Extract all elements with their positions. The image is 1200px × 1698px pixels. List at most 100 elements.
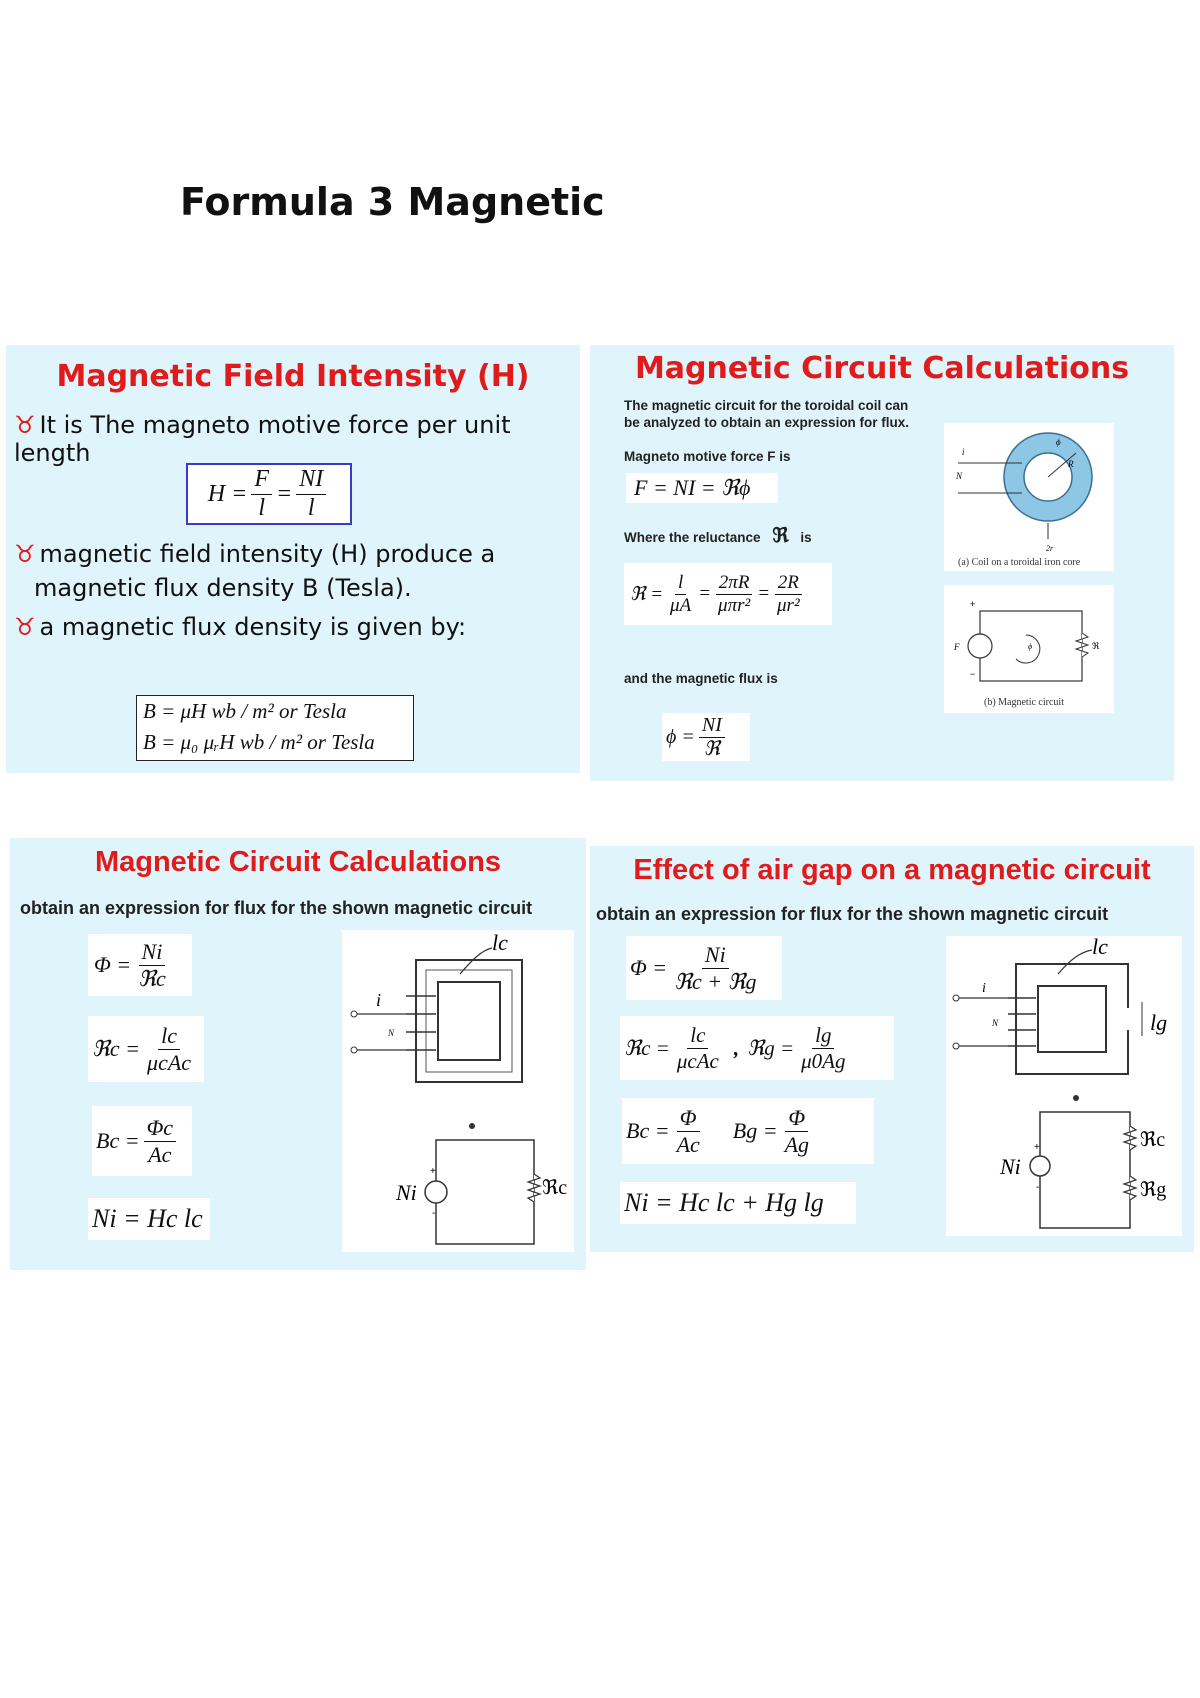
mmf-core-equation: Ni = Hc lc <box>88 1198 210 1240</box>
eq-lhs: ℜ = <box>630 583 664 605</box>
bullet-1: ♉It is The magneto motive force per unit… <box>14 411 580 467</box>
fig-label-plus: + <box>430 1166 436 1177</box>
equation-B-box: B = μH wb / m² or Tesla B = μ₀ μᵣH wb / … <box>136 695 414 761</box>
fig-label-phi: ϕ <box>1056 437 1061 447</box>
numerator: NI <box>698 714 725 738</box>
eq-lhs: Φ = <box>630 955 668 980</box>
fig-b-caption: (b) Magnetic circuit <box>984 697 1064 708</box>
fig-label-Ni: Ni <box>999 1154 1021 1179</box>
flux-label: and the magnetic flux is <box>624 671 778 686</box>
fig-label-R: R <box>1067 459 1074 469</box>
toroidal-coil-diagram: i N R ϕ 2r <box>955 432 1093 553</box>
numerator: Φ <box>785 1105 809 1132</box>
reluctance-label: Where the reluctance ℜ is <box>624 523 812 548</box>
fig-label-phi: ϕ <box>1028 642 1032 651</box>
numerator: 2R <box>774 572 802 595</box>
panel-magnetic-circuit-toroid: Magnetic Circuit Calculations The magnet… <box>590 345 1174 781</box>
panel-title: Magnetic Circuit Calculations <box>94 846 502 878</box>
reluctance-text: Where the reluctance <box>624 530 761 545</box>
fig-label-Ni: Ni <box>395 1180 417 1205</box>
numerator: lc <box>158 1023 180 1050</box>
eq-equals: = <box>698 583 712 604</box>
denominator: μr² <box>777 594 800 616</box>
mmf-equation: F = NI = ℜϕ <box>626 473 778 503</box>
denominator: l <box>258 494 265 521</box>
airgap-core-diagram: lc lg i N Ni ℜc ℜg + - <box>952 934 1167 1229</box>
panel-subtitle: obtain an expression for flux for the sh… <box>596 904 1109 924</box>
fig-label-i: i <box>982 981 986 996</box>
eq-lhs: ℜg = <box>747 1035 795 1060</box>
eq-equals: = <box>757 583 771 604</box>
fig-label-plus: + <box>1034 1142 1040 1153</box>
denominator: μcAc <box>676 1048 719 1073</box>
taurus-bullet-icon: ♉ <box>14 411 36 439</box>
fig-label-N: N <box>955 471 963 481</box>
eq-lhs: ϕ = <box>666 725 695 748</box>
denominator: ℜ <box>703 737 720 760</box>
bullet-2: ♉magnetic field intensity (H) produce a … <box>14 537 495 605</box>
panel-magnetic-circuit-core: Magnetic Circuit Calculations obtain an … <box>10 838 586 1270</box>
bullet-text: a magnetic flux density is given by: <box>39 613 467 641</box>
fig-label-minus: − <box>970 669 975 679</box>
numerator: lg <box>812 1023 835 1049</box>
eq-lhs: H = <box>207 480 248 507</box>
denominator: Ac <box>148 1141 172 1167</box>
bullet-text-cont: magnetic flux density B (Tesla). <box>34 574 412 602</box>
fig-label-Rc: ℜc <box>1140 1129 1165 1151</box>
eq-lhs: ℜc = <box>92 1036 141 1061</box>
eq-lhs: Φ = <box>94 952 132 977</box>
fig-a-caption: (a) Coil on a toroidal iron core <box>958 557 1081 568</box>
eq-lhs: Bc = <box>626 1118 670 1143</box>
taurus-bullet-icon: ♉ <box>14 613 36 641</box>
panel-air-gap: Effect of air gap on a magnetic circuit … <box>590 846 1194 1252</box>
denominator: l <box>307 494 315 521</box>
fig-label-N: N <box>387 1028 395 1038</box>
fig-label-Rc: ℜc <box>542 1177 567 1199</box>
fig-label-N: N <box>991 1018 999 1028</box>
numerator: Φc <box>143 1115 177 1142</box>
reluctance-symbol: ℜ <box>772 525 789 547</box>
airgap-core-figure: lc lg i N Ni ℜc ℜg + - <box>946 934 1182 1236</box>
fig-label-plus: + <box>970 599 975 609</box>
denominator: μπr² <box>718 594 751 616</box>
fig-label-F: F <box>953 642 960 652</box>
toroid-figure: i N R ϕ 2r (a) Coil on a toroidal iron c… <box>944 423 1114 571</box>
numerator: 2πR <box>715 572 753 595</box>
intro-line: be analyzed to obtain an expression for … <box>624 415 910 430</box>
numerator: Ni <box>138 939 166 966</box>
denominator: ℜc + ℜg <box>674 968 757 994</box>
fig-label-i: i <box>962 447 965 457</box>
numerator: lc <box>687 1023 709 1049</box>
panel-title: Effect of air gap on a magnetic circuit <box>633 854 1151 886</box>
magnetic-circuit-figure: + − F ℜ ϕ (b) Magnetic circuit <box>944 585 1114 713</box>
fig-label-lg: lg <box>1150 1010 1167 1035</box>
denominator: μA <box>670 594 692 616</box>
numerator: l <box>674 572 687 595</box>
core-and-circuit-figure: lc i N Ni ℜc + - <box>342 930 574 1252</box>
mmf-airgap-equation: Ni = Hc lc + Hg lg <box>620 1182 856 1224</box>
panel-magnetic-field-intensity: Magnetic Field Intensity (H) ♉It is The … <box>6 345 580 773</box>
reluctance-is: is <box>800 530 812 545</box>
page-title: Formula 3 Magnetic <box>180 180 605 224</box>
eq-lhs: Bg = <box>732 1118 778 1143</box>
denominator: Ag <box>784 1131 810 1157</box>
fig-label-2r: 2r <box>1046 544 1054 553</box>
numerator: Ni <box>701 942 729 969</box>
fig-label-minus: - <box>432 1208 435 1219</box>
fig-label-i: i <box>376 990 381 1010</box>
bullet-text: magnetic field intensity (H) produce a <box>39 540 496 568</box>
eq-separator: , <box>733 1035 740 1060</box>
